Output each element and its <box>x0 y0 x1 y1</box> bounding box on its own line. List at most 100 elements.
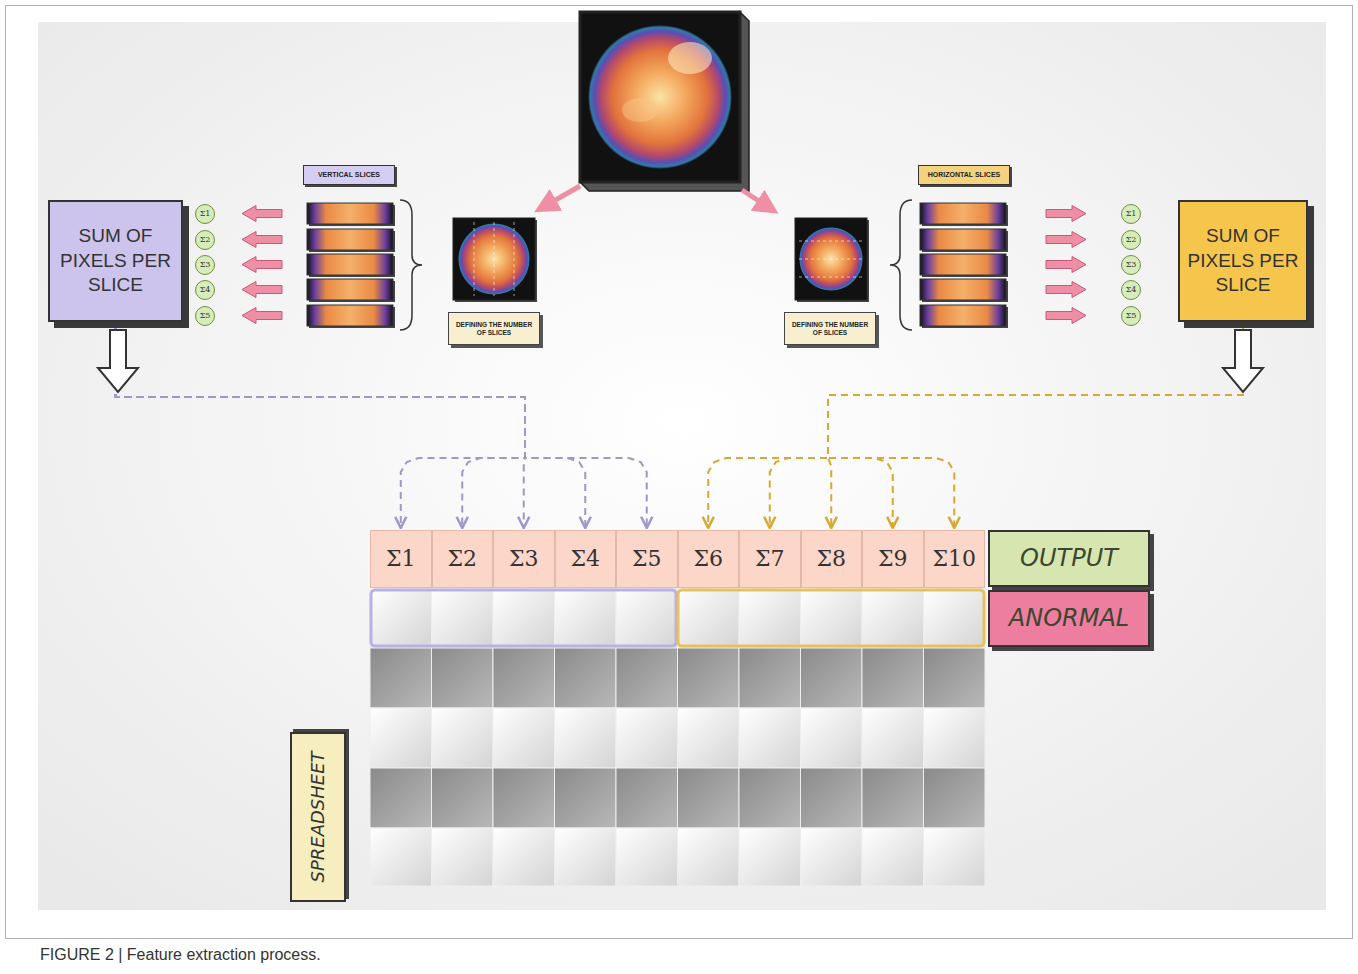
node-text: Σ9 <box>878 547 908 571</box>
hot-spot <box>668 42 712 74</box>
sum-circle: Σ2 <box>195 230 215 250</box>
flow-arrow <box>1046 282 1086 298</box>
flow-arrow <box>1046 206 1086 222</box>
brace <box>890 200 912 330</box>
spreadsheet-cell <box>678 648 740 708</box>
node-text: Σ2 <box>1126 236 1137 244</box>
spreadsheet-cell <box>432 708 494 768</box>
down-arrow <box>98 330 138 392</box>
slice-group <box>307 203 395 328</box>
spreadsheet-cell <box>739 648 801 708</box>
spreadsheet-cell <box>678 708 740 768</box>
slice-line <box>799 277 863 278</box>
data-flow-connector <box>828 322 1243 528</box>
sum-circle: Σ5 <box>1121 306 1141 326</box>
feature-header-cell: Σ9 <box>862 530 924 588</box>
image-slice <box>307 305 393 326</box>
feature-header-cell: Σ7 <box>739 530 801 588</box>
node-text: Σ1 <box>1126 210 1137 218</box>
node-text: SUM OF PIXELS PER SLICE <box>1186 224 1300 298</box>
flow-arrow <box>242 282 282 298</box>
node-text: SPREADSHEET <box>308 751 328 882</box>
node-text: Σ1 <box>386 547 416 571</box>
sum-circle: Σ1 <box>1121 204 1141 224</box>
feature-header-cell: Σ10 <box>924 530 986 588</box>
spreadsheet-cell <box>616 588 678 648</box>
spreadsheet-cell <box>801 708 863 768</box>
node-text: Σ5 <box>1126 312 1137 320</box>
node-text: OUTPUT <box>1020 545 1118 571</box>
spreadsheet-cell <box>616 828 678 886</box>
spreadsheet-cell <box>862 708 924 768</box>
spreadsheet-cell <box>432 648 494 708</box>
spreadsheet-cell <box>924 648 986 708</box>
slice-line <box>799 259 863 260</box>
arrow-group <box>242 206 282 324</box>
sum-circle: Σ1 <box>195 204 215 224</box>
spreadsheet-cell <box>493 648 555 708</box>
split-arrow <box>742 190 768 207</box>
spreadsheet-cell <box>493 588 555 648</box>
section-tag: HORIZONTAL SLICES <box>918 165 1010 185</box>
spreadsheet-cell <box>370 708 432 768</box>
spreadsheet-cell <box>678 768 740 828</box>
spreadsheet-cell <box>924 588 986 648</box>
step-label: DEFINING THE NUMBER OF SLICES <box>784 312 876 345</box>
node-text: Σ3 <box>1126 261 1137 269</box>
feature-header-cell: Σ6 <box>678 530 740 588</box>
spreadsheet-cell <box>801 768 863 828</box>
feature-header-cell: Σ2 <box>432 530 494 588</box>
spreadsheet-cell <box>616 708 678 768</box>
node-text: Σ5 <box>200 312 211 320</box>
data-flow-connector <box>116 322 647 528</box>
node-text: Σ2 <box>447 547 477 571</box>
sum-circle: Σ5 <box>195 306 215 326</box>
node-text: Σ7 <box>755 547 785 571</box>
spreadsheet-cell <box>739 768 801 828</box>
sum-circle: Σ4 <box>1121 280 1141 300</box>
node-text: VERTICAL SLICES <box>318 171 380 179</box>
spreadsheet-cell <box>493 768 555 828</box>
spreadsheet-cell <box>739 828 801 886</box>
scintigraphy-disc <box>588 25 732 169</box>
spreadsheet-cell <box>493 828 555 886</box>
node-text: Σ8 <box>816 547 846 571</box>
feature-header-cell: Σ4 <box>555 530 617 588</box>
node-text: Σ10 <box>932 547 976 571</box>
feature-header-cell: Σ1 <box>370 530 432 588</box>
scintigraphy-disc <box>799 227 863 291</box>
feature-group-outline <box>371 590 676 646</box>
spreadsheet-cell <box>555 588 617 648</box>
spreadsheet-cell <box>555 768 617 828</box>
sum-circle: Σ2 <box>1121 230 1141 250</box>
sum-box: SUM OF PIXELS PER SLICE <box>1178 200 1308 322</box>
slice-group <box>920 203 1008 328</box>
spreadsheet-cell <box>862 588 924 648</box>
spreadsheet-cell <box>924 768 986 828</box>
image-slice <box>307 254 393 275</box>
data-flow-connector <box>116 322 586 528</box>
spreadsheet-cell <box>370 828 432 886</box>
spreadsheet-cell <box>801 828 863 886</box>
spreadsheet-cell <box>739 708 801 768</box>
slice-line <box>514 222 515 296</box>
arrow-group <box>1046 206 1086 324</box>
slice-line <box>799 241 863 242</box>
node-text: Σ3 <box>509 547 539 571</box>
spreadsheet-cell <box>924 708 986 768</box>
data-flow-connector <box>116 322 526 528</box>
spreadsheet-cell <box>432 588 494 648</box>
node-text: ANORMAL <box>1009 605 1129 631</box>
flow-arrow <box>242 232 282 248</box>
data-flow-connector <box>828 322 1243 528</box>
spreadsheet-cell <box>739 588 801 648</box>
spreadsheet-grid <box>370 588 985 886</box>
spreadsheet-cell <box>862 648 924 708</box>
image-slice <box>307 279 393 300</box>
figure-panel <box>38 22 1326 910</box>
node-text: Σ3 <box>200 261 211 269</box>
brace <box>400 200 422 330</box>
data-flow-connector <box>770 322 1243 528</box>
flow-arrow <box>242 257 282 273</box>
